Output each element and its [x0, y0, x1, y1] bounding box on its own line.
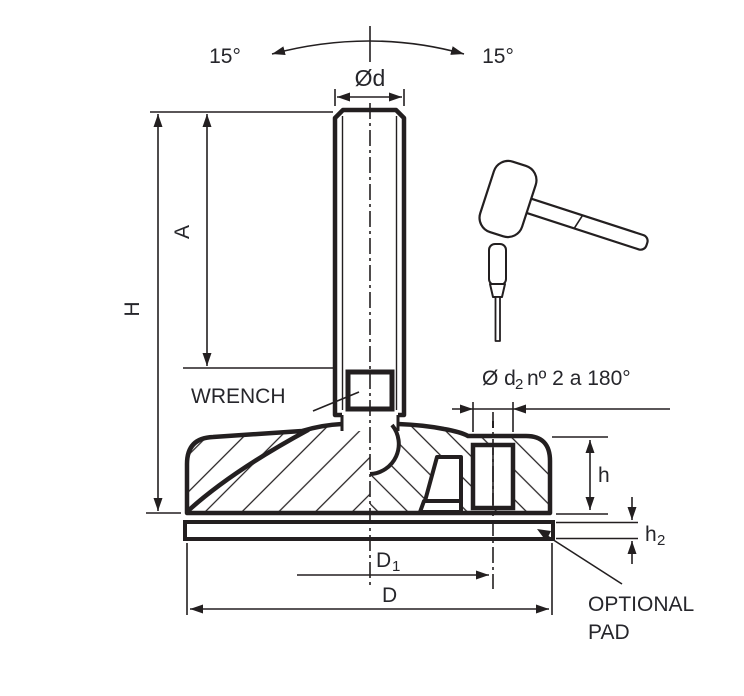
dim-A-label: A [171, 225, 194, 239]
ball-socket-arc [369, 423, 401, 476]
tools-illustration [478, 159, 649, 342]
mallet-head [478, 159, 538, 239]
threaded-stud [332, 107, 407, 418]
body-outline [184, 421, 553, 516]
punch-handle [488, 243, 507, 286]
pad-leader-arrow [537, 529, 551, 541]
tilt-angle-left-label: 15° [209, 45, 241, 68]
wrench-label: WRENCH [191, 385, 286, 408]
hole-note-rest: nº 2 a 180° [527, 367, 631, 390]
stud-diameter-label: Ød [355, 65, 386, 91]
labels: 15° 15° Ød A H WRENCH Ø d 2 nº 2 a 180° … [121, 45, 694, 644]
mallet-illustration [478, 159, 649, 251]
hole-note-subscript: 2 [515, 376, 523, 393]
punch-pin [494, 296, 501, 342]
mallet-handle [519, 196, 649, 251]
optional-pad [183, 520, 555, 541]
centerlines [369, 26, 494, 589]
dim-D-label: D [382, 584, 397, 607]
stud-outline [332, 107, 407, 418]
punch-illustration [488, 243, 507, 342]
optional-pad-label-line1: OPTIONAL [588, 593, 694, 616]
base-body-section [184, 402, 553, 516]
wedge-lower [418, 499, 463, 514]
dim-h2-subscript: 2 [657, 532, 665, 549]
tilt-angle-right-label: 15° [482, 45, 514, 68]
wrench-leader [312, 391, 360, 412]
body-dome-edge [186, 427, 311, 513]
hole-arrow-right [513, 404, 526, 414]
dim-D1-subscript: 1 [392, 558, 400, 575]
mallet-handle-step [573, 214, 584, 229]
pad-leader [540, 531, 623, 585]
optional-pad-label-line2: PAD [588, 621, 630, 644]
dim-h2-label: h [645, 523, 657, 546]
dim-h-label: h [598, 464, 610, 487]
dim-H-label: H [121, 301, 144, 316]
hole-note-prefix: Ø d [482, 367, 516, 390]
hole-arrow-left [460, 404, 473, 414]
dim-D1-label: D [376, 549, 391, 572]
tilt-arc [271, 40, 465, 56]
wedge-cutout [418, 455, 463, 514]
punch-taper [489, 283, 506, 298]
dimensions [146, 40, 670, 615]
